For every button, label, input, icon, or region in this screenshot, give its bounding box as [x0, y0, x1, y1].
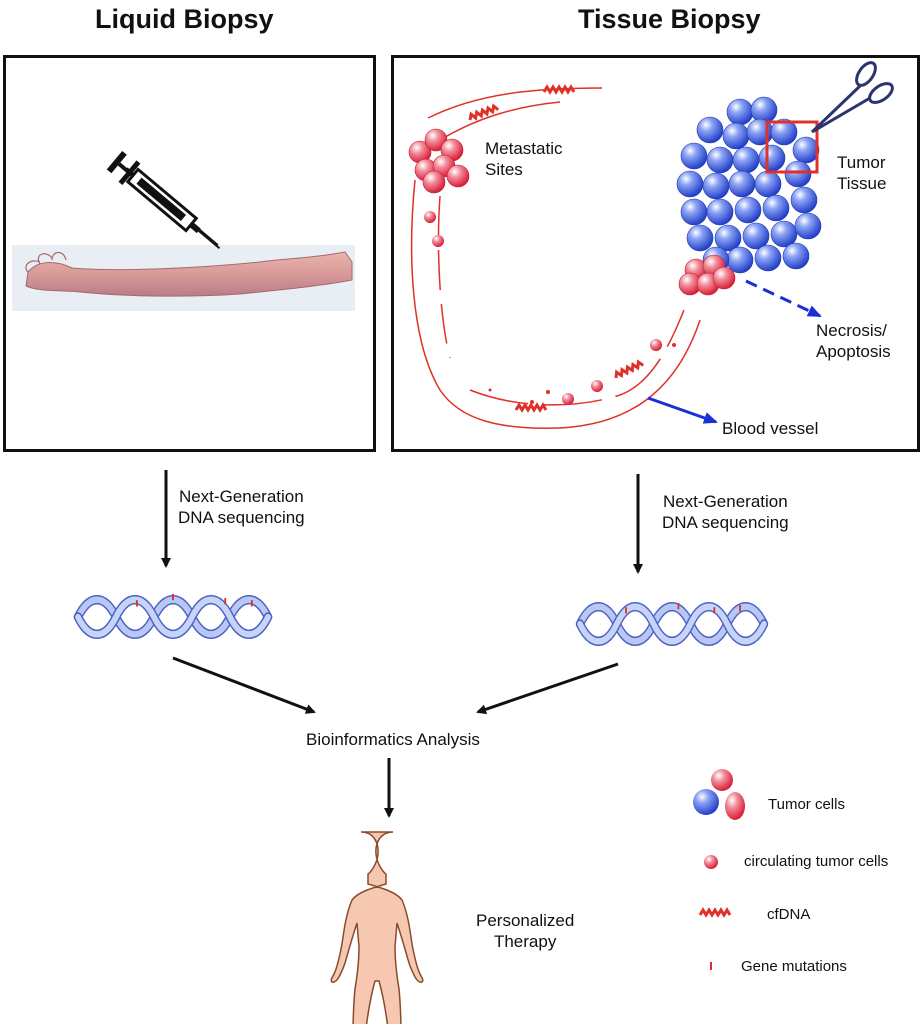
dna-helix-icon [78, 593, 268, 634]
legend-cfdna-icon [698, 908, 732, 917]
cfdna-fragment [514, 403, 548, 412]
biopsy-selection-box [765, 120, 819, 174]
bioinformatics-analysis-label: Bioinformatics Analysis [306, 730, 480, 749]
syringe-icon [106, 150, 221, 249]
cfdna-fragment [466, 103, 500, 122]
tissue-biopsy-title: Tissue Biopsy [578, 4, 761, 34]
legend-mutations-label: Gene mutations [741, 958, 847, 975]
necrosis-arrow [745, 279, 822, 318]
circulating-tumor-cells [424, 211, 676, 405]
legend-ctc-label: circulating tumor cells [744, 853, 889, 870]
dna-helix-icon [580, 603, 764, 641]
legend-ctc-icon [704, 855, 718, 869]
legend-cfdna-label: cfDNA [767, 906, 811, 923]
arrow-right-dna-to-bioinfo [476, 662, 619, 715]
blood-vessel [410, 87, 701, 429]
cfdna-fragment [612, 359, 645, 380]
scissors-icon [810, 61, 894, 134]
blood-vessel-arrow [647, 396, 718, 424]
liquid-biopsy-title: Liquid Biopsy [95, 4, 274, 34]
metastatic-sites-cluster [408, 128, 470, 194]
arrow-left-dna-to-bioinfo [172, 656, 316, 714]
cfdna-fragment [542, 85, 576, 94]
legend-tumor-cells-label: Tumor cells [768, 796, 845, 813]
legend-tumor-cells-icon [693, 769, 745, 820]
blood-vessel-label: Blood vessel [722, 419, 819, 438]
arm-image [12, 245, 355, 311]
necrosis-apoptosis-label: Necrosis/Apoptosis [816, 321, 891, 361]
human-figure-icon [330, 831, 424, 1024]
